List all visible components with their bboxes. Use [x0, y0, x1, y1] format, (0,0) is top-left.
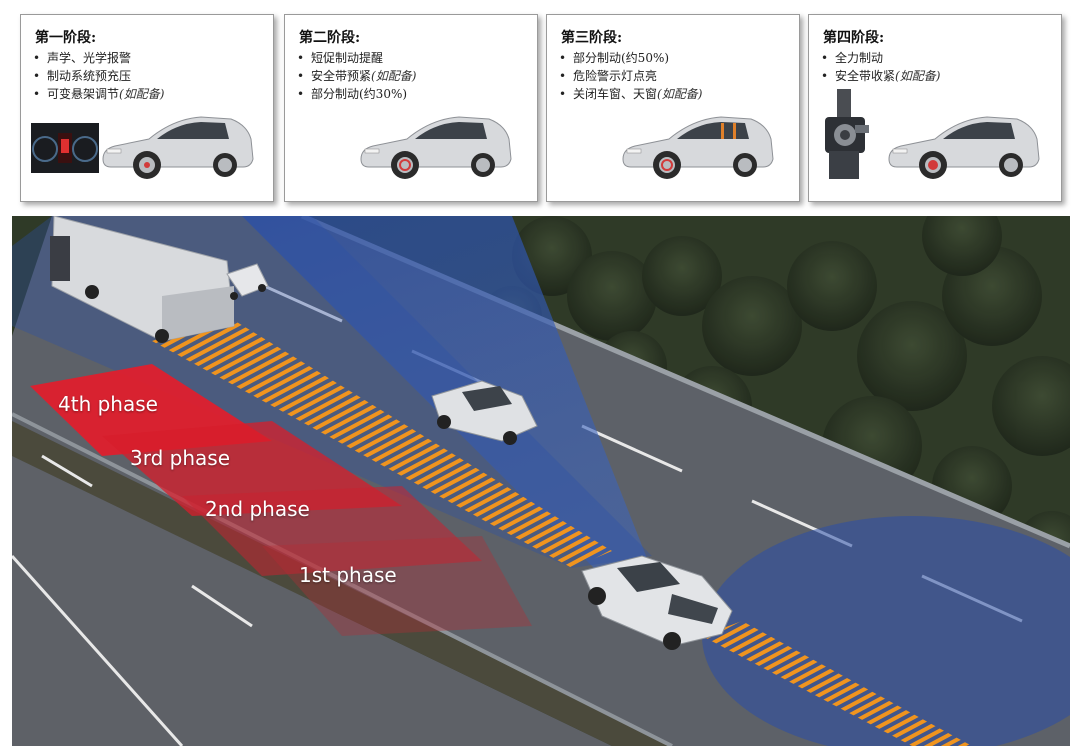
stage-1-list: •声学、光学报警 •制动系统预充压 •可变悬架调节(如配备) [33, 49, 164, 103]
stage-3-panel: 第三阶段: •部分制动(约50%) •危险警示灯点亮 •关闭车窗、天窗(如配备) [546, 14, 800, 202]
car-image [360, 116, 512, 179]
highway-scene: 4th phase 3rd phase 2nd phase 1st phase [12, 216, 1070, 746]
stage-3-item: •部分制动(约50%) [559, 51, 670, 65]
stage-4-panel: 第四阶段: •全力制动 •安全带收紧(如配备) [808, 14, 1062, 202]
target-car [431, 380, 538, 445]
instrument-cluster-image [31, 123, 99, 173]
car-image [102, 116, 254, 179]
truck [50, 216, 235, 343]
warning-stripes-front [152, 316, 612, 568]
stage-1-item: •制动系统预充压 [33, 69, 132, 83]
car-image [622, 116, 774, 179]
highway-illustration [12, 216, 1070, 746]
stage-4-item: •全力制动 [821, 51, 884, 65]
stage-2-item: •部分制动(约30%) [297, 87, 408, 101]
stage-4-item: •安全带收紧(如配备) [821, 69, 941, 83]
phase-3-label: 3rd phase [130, 446, 230, 470]
stage-2-list: •短促制动提醒 •安全带预紧(如配备) •部分制动(约30%) [297, 49, 416, 103]
stage-4-list: •全力制动 •安全带收紧(如配备) [821, 49, 940, 85]
stage-1-panel: 第一阶段: •声学、光学报警 •制动系统预充压 •可变悬架调节(如配备) [20, 14, 274, 202]
stage-1-title: 第一阶段: [35, 30, 97, 46]
phase-2-zone [182, 486, 482, 576]
phase-4-label: 4th phase [58, 392, 158, 416]
stage-2-title: 第二阶段: [299, 30, 361, 46]
stage-3-list: •部分制动(约50%) •危险警示灯点亮 •关闭车窗、天窗(如配备) [559, 49, 702, 103]
seatbelt-tensioner-image [825, 89, 869, 179]
phase-2-label: 2nd phase [205, 497, 310, 521]
guard-rail-median [12, 412, 673, 746]
phase-1-zone [262, 536, 532, 636]
phase-1-label: 1st phase [299, 563, 397, 587]
car-right-lane [226, 263, 269, 300]
stage-2-item: •短促制动提醒 [297, 51, 384, 65]
stage-3-title: 第三阶段: [561, 30, 623, 46]
stage-1-item: •声学、光学报警 [33, 51, 132, 65]
stage-3-item: •关闭车窗、天窗(如配备) [559, 87, 703, 101]
car-image [888, 116, 1040, 179]
stage-2-item: •安全带预紧(如配备) [297, 69, 417, 83]
stage-1-item: •可变悬架调节(如配备) [33, 87, 165, 101]
ego-car [581, 555, 733, 650]
stage-2-panel: 第二阶段: •短促制动提醒 •安全带预紧(如配备) •部分制动(约30%) [284, 14, 538, 202]
stage-4-title: 第四阶段: [823, 30, 885, 46]
stage-3-item: •危险警示灯点亮 [559, 69, 658, 83]
ego-zone [702, 516, 1070, 746]
warning-stripes-rear [702, 621, 972, 746]
